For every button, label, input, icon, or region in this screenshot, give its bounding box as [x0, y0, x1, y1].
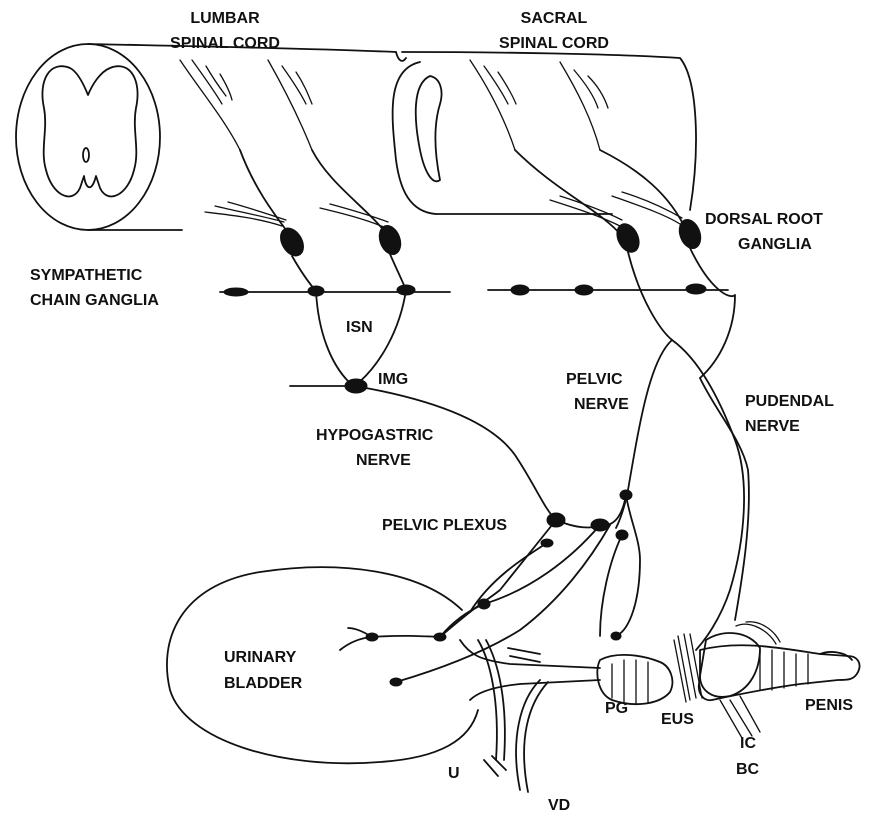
lumbar-sacral-junction [396, 52, 406, 61]
ventral-rootlets [205, 192, 682, 228]
prostate-gland [597, 655, 672, 704]
eus-label: EUS [661, 711, 694, 728]
chain-label-1: SYMPATHETIC [30, 267, 143, 284]
external-urethral-sphincter [674, 634, 702, 702]
lumbar-cross-section [16, 44, 160, 230]
hypogastric-label-1: HYPOGASTRIC [316, 427, 434, 444]
pudendal-label-2: NERVE [745, 418, 800, 435]
ureter-u [484, 756, 506, 776]
lumbar-label-2: SPINAL CORD [170, 35, 280, 52]
bulb [700, 633, 760, 697]
hypogastric-label-2: NERVE [356, 452, 411, 469]
sacral-cylinder-top [402, 52, 696, 210]
pelvic-nerve-label-2: NERVE [574, 396, 629, 413]
dorsal-root-ganglia [276, 216, 705, 260]
pelvic-nerve-label-1: PELVIC [566, 371, 623, 388]
bladder-label-2: BLADDER [224, 675, 303, 692]
img-ganglion [345, 379, 367, 393]
sacral-cross-section [393, 62, 436, 214]
drg-label-2: GANGLIA [738, 236, 812, 253]
sacral-label-1: SACRAL [521, 10, 588, 27]
sacral-nerves [616, 248, 749, 650]
lumbar-grey-matter [42, 66, 137, 196]
img-label: IMG [378, 371, 408, 388]
sacral-spinal-cord [393, 52, 696, 214]
spinal-nerves [240, 150, 686, 238]
urinary-bladder [167, 567, 478, 763]
chain-label-2: CHAIN GANGLIA [30, 292, 159, 309]
bladder-label-1: URINARY [224, 649, 297, 666]
lumbar-label-1: LUMBAR [190, 10, 260, 27]
isn-nerve [316, 291, 352, 385]
ic-label: IC [740, 735, 756, 752]
sacral-label-2: SPINAL CORD [499, 35, 609, 52]
penis [699, 645, 860, 700]
penis-label: PENIS [805, 697, 853, 714]
drg-label-1: DORSAL ROOT [705, 211, 823, 228]
pg-label: PG [605, 700, 628, 717]
central-canal [83, 148, 89, 162]
sympathetic-chain [220, 284, 728, 296]
pudendal-label-1: PUDENDAL [745, 393, 834, 410]
isn-label: ISN [346, 319, 373, 336]
lumbar-spinal-cord [16, 44, 396, 230]
sacral-grey-matter [416, 76, 442, 181]
vas-deferens [478, 640, 548, 792]
vd-label: VD [548, 797, 570, 814]
pelvic-plexus-label: PELVIC PLEXUS [382, 517, 507, 534]
u-label: U [448, 765, 460, 782]
bc-label: BC [736, 761, 760, 778]
